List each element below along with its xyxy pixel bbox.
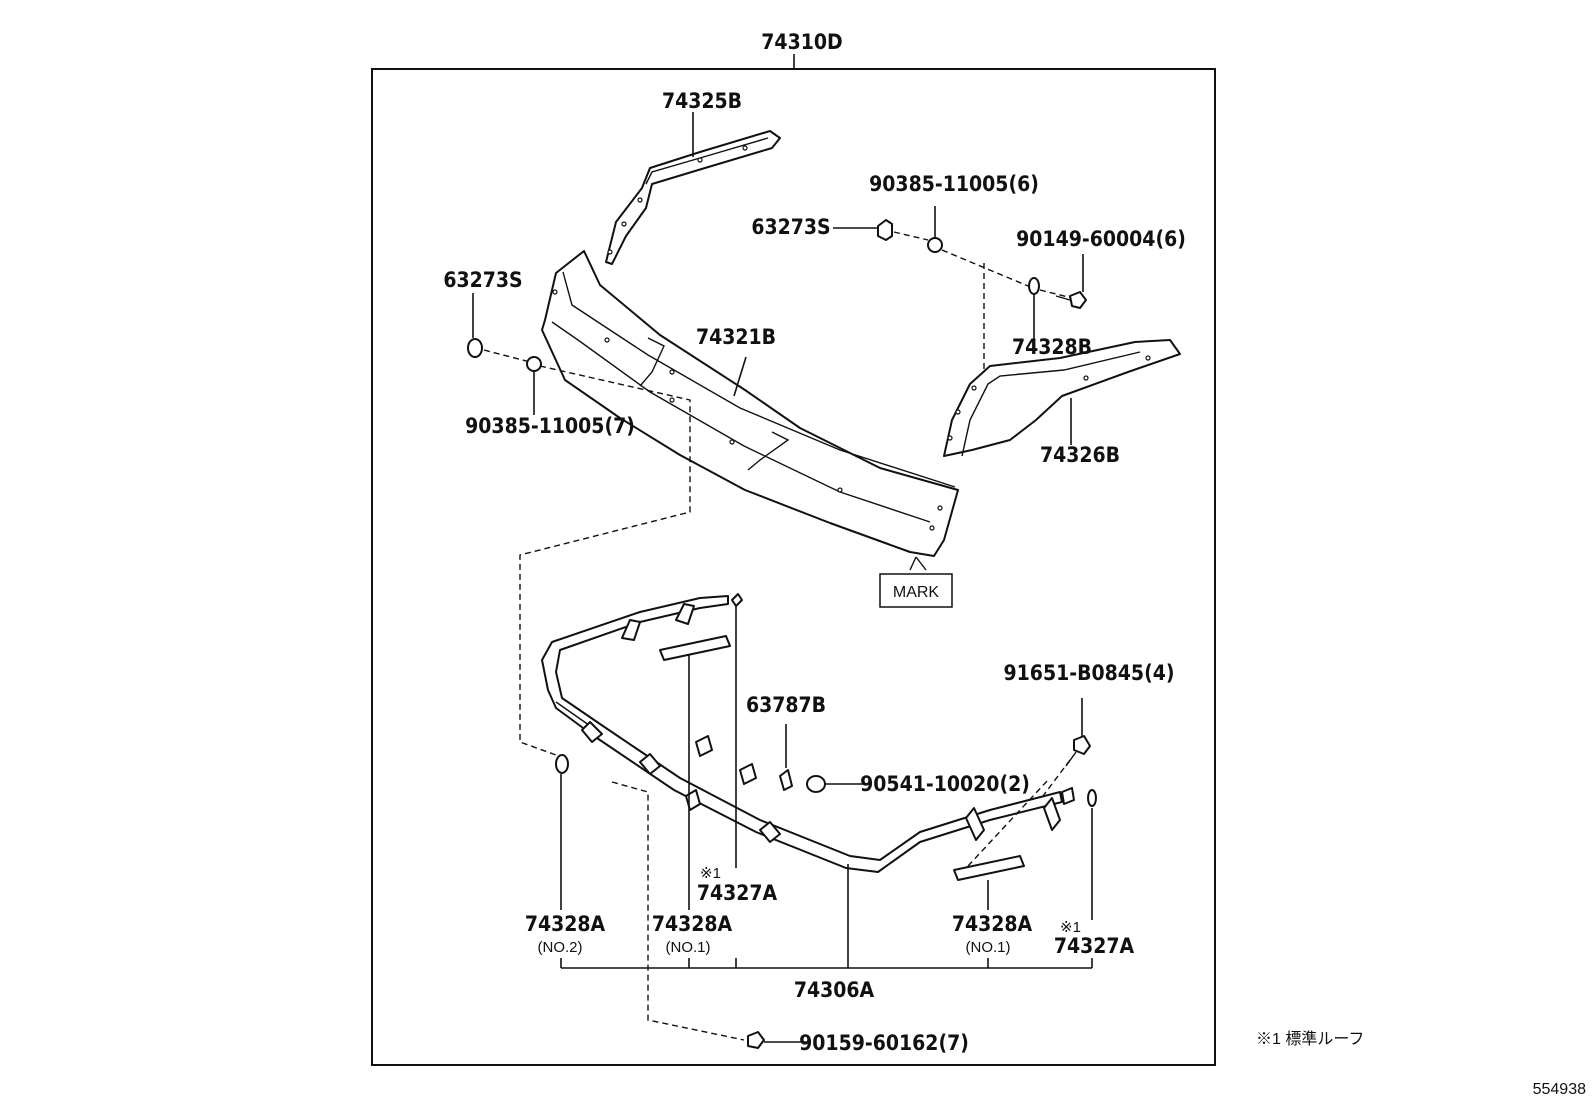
label-note-marker-right: ※1 — [1060, 919, 1081, 936]
label-footnote: ※1 標準ルーフ — [1256, 1030, 1364, 1048]
label-nut-left: 90385-11005(7) — [465, 414, 635, 438]
label-cushion-no1-right: 74328A — [952, 912, 1033, 936]
label-right-trim: 74326B — [1040, 443, 1120, 467]
label-cushion-no1-left-sub: (NO.1) — [666, 939, 711, 956]
label-nut-right: 90385-11005(6) — [869, 172, 1039, 196]
nut-left-part — [519, 356, 691, 756]
frame-group-bracket — [560, 958, 1093, 969]
right-trim-part — [943, 339, 1181, 457]
frame-part — [541, 595, 1075, 968]
grommet-part — [806, 775, 870, 793]
mark-label: MARK — [893, 584, 940, 601]
label-cushion-no2-sub: (NO.2) — [538, 939, 583, 956]
pad-right-part — [1087, 789, 1097, 920]
cushion-no1-right-part — [953, 779, 1049, 910]
clip-right-part — [833, 219, 929, 241]
label-note-marker-left: ※1 — [700, 865, 721, 882]
label-figure-number: 554938 — [1533, 1081, 1586, 1098]
label-clip-right: 63273S — [751, 215, 830, 239]
label-frame: 74306A — [794, 978, 875, 1002]
label-screw-bottom: 90159-60162(7) — [799, 1031, 969, 1055]
bolt-part — [1039, 698, 1091, 801]
label-spacer-right: 74328B — [1012, 335, 1092, 359]
mark-callout: MARK — [879, 556, 953, 608]
pad-left-part — [731, 593, 743, 868]
label-assembly: 74310D — [761, 30, 842, 54]
label-bolt: 91651-B0845(4) — [1004, 661, 1175, 685]
nut-right-part — [927, 206, 1029, 287]
cushion-no1-left-part — [659, 635, 731, 910]
label-center-panel: 74321B — [696, 325, 776, 349]
front-left-trim-part — [605, 112, 781, 265]
label-clip-left: 63273S — [443, 268, 522, 292]
label-cushion-no1-right-sub: (NO.1) — [966, 939, 1011, 956]
label-cap: 63787B — [746, 693, 826, 717]
screw-right-part — [1055, 254, 1087, 309]
spacer-right-part — [1028, 277, 1073, 340]
cap-part — [779, 724, 793, 791]
label-grommet: 90541-10020(2) — [860, 772, 1030, 796]
label-cushion-no1-left: 74328A — [652, 912, 733, 936]
center-panel-part — [541, 250, 959, 557]
cushion-no2-part — [555, 754, 569, 910]
label-front-left-trim: 74325B — [662, 89, 742, 113]
label-pad-right: 74327A — [1054, 934, 1135, 958]
clip-left-part — [467, 293, 531, 363]
label-screw-right: 90149-60004(6) — [1016, 227, 1186, 251]
label-cushion-no2: 74328A — [525, 912, 606, 936]
screw-bottom-part — [611, 781, 808, 1049]
label-pad-left: 74327A — [697, 881, 778, 905]
